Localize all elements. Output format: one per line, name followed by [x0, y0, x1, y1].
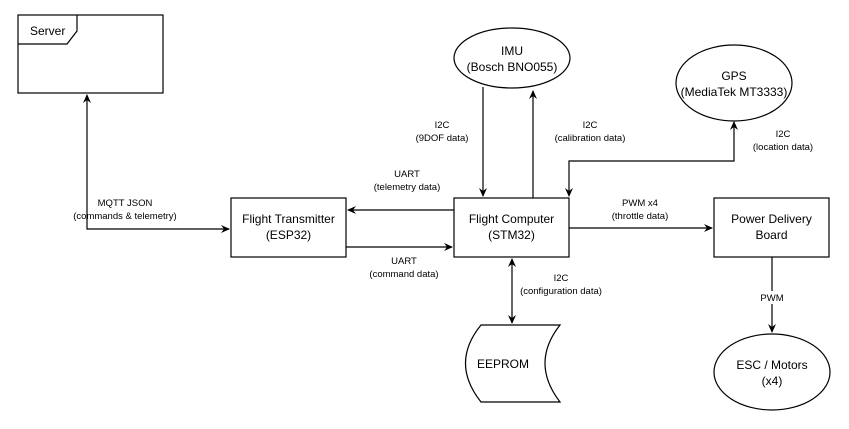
pwm-label-bg [758, 291, 786, 304]
imu-title: IMU [501, 44, 523, 58]
gps-node[interactable]: GPS (MediaTek MT3333) [675, 44, 793, 122]
eeprom-label: EEPROM [477, 357, 529, 371]
edge-server-transmitter [83, 94, 230, 233]
edge-location-line [565, 121, 738, 197]
eeprom-shape [464, 324, 562, 403]
edge-line [83, 94, 230, 233]
flight-computer-title: Flight Computer [469, 212, 554, 226]
uart-telemetry-line2: (telemetry data) [374, 182, 441, 193]
label-i2c-9dof: I2C (9DOF data) [416, 120, 469, 144]
server-frame [17, 14, 164, 94]
server-label: Server [30, 24, 65, 38]
i2c-9dof-line1: I2C [435, 120, 450, 131]
i2c-configuration-line2: (configuration data) [520, 286, 602, 297]
i2c-calibration-line2: (calibration data) [555, 133, 626, 144]
label-i2c-configuration: I2C (configuration data) [520, 273, 602, 297]
server-node[interactable]: Server [17, 14, 164, 94]
label-mqtt: MQTT JSON (commands & telemetry) [73, 198, 176, 222]
i2c-location-line1: I2C [776, 129, 791, 140]
imu-node[interactable]: IMU (Bosch BNO055) [453, 27, 571, 89]
gps-ellipse [675, 44, 793, 122]
label-i2c-location: I2C (location data) [753, 129, 813, 153]
gps-title: GPS [721, 69, 746, 83]
uart-telemetry-line1: UART [394, 169, 420, 180]
i2c-9dof-line2: (9DOF data) [416, 133, 469, 144]
uart-command-line1: UART [391, 256, 417, 267]
pwm-throttle-line1: PWM x4 [622, 198, 658, 209]
esc-subtitle: (x4) [762, 374, 783, 388]
label-uart-command: UART (command data) [369, 256, 438, 280]
power-delivery-title: Power Delivery [731, 212, 812, 226]
esc-motors-node[interactable]: ESC / Motors (x4) [713, 333, 831, 411]
flight-transmitter-node[interactable]: Flight Transmitter (ESP32) [230, 197, 347, 258]
server-frame-tab [18, 15, 78, 45]
i2c-location-line2: (location data) [753, 142, 813, 153]
label-pwm: PWM [758, 291, 786, 304]
flight-computer-node[interactable]: Flight Computer (STM32) [453, 197, 570, 258]
power-delivery-board-node[interactable]: Power Delivery Board [713, 197, 830, 258]
mqtt-label-line2: (commands & telemetry) [73, 211, 176, 222]
label-pwm-throttle: PWM x4 (throttle data) [612, 198, 669, 222]
flight-computer-subtitle: (STM32) [488, 228, 535, 242]
uart-command-line2: (command data) [369, 269, 438, 280]
esc-title: ESC / Motors [736, 358, 807, 372]
flight-transmitter-box [230, 197, 347, 258]
pwm-line1: PWM [760, 293, 783, 304]
flight-transmitter-subtitle: (ESP32) [266, 228, 311, 242]
i2c-calibration-line1: I2C [583, 120, 598, 131]
mqtt-label-line1: MQTT JSON [98, 198, 153, 209]
power-delivery-subtitle: Board [755, 228, 787, 242]
label-i2c-calibration: I2C (calibration data) [555, 120, 626, 144]
esc-ellipse [713, 333, 831, 411]
flight-computer-box [453, 197, 570, 258]
gps-subtitle: (MediaTek MT3333) [681, 85, 788, 99]
power-delivery-box [713, 197, 830, 258]
pwm-throttle-line2: (throttle data) [612, 211, 669, 222]
label-uart-telemetry: UART (telemetry data) [374, 169, 441, 193]
flight-transmitter-title: Flight Transmitter [242, 212, 335, 226]
eeprom-node[interactable]: EEPROM [464, 324, 562, 403]
imu-ellipse [453, 27, 571, 89]
imu-subtitle: (Bosch BNO055) [467, 60, 558, 74]
i2c-configuration-line1: I2C [554, 273, 569, 284]
